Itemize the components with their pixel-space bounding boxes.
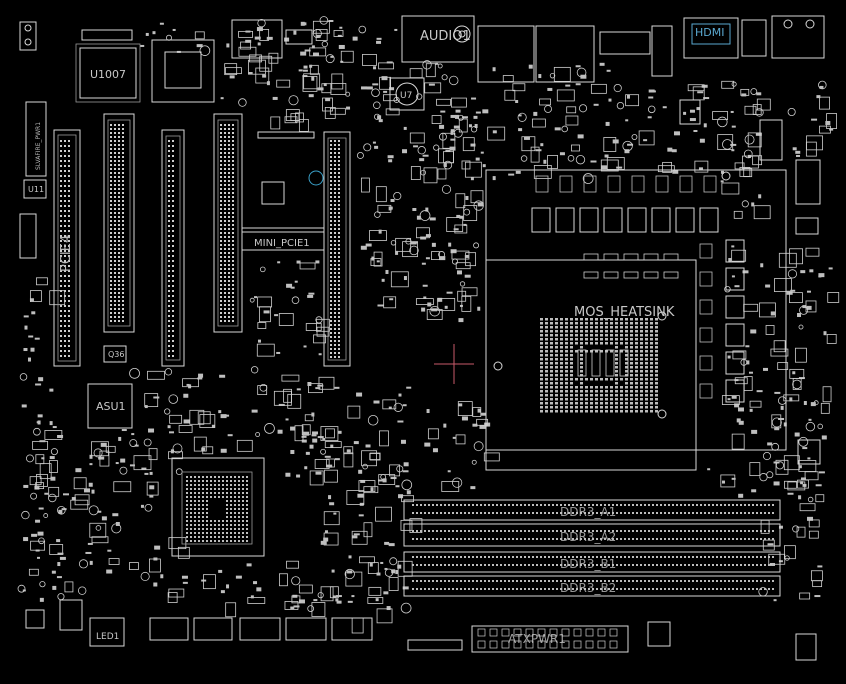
asu1-label: ASU1 — [96, 400, 126, 413]
ddr3-b1-label: DDR3_B1 — [560, 557, 616, 571]
chip-u7: U7 — [389, 77, 425, 111]
chip-u1007-label: U1007 — [90, 68, 126, 81]
right-edge-headers — [679, 99, 821, 465]
ddr3-a2-label: DDR3_A2 — [560, 530, 616, 544]
atx-power-connector: ATXPWR1 — [471, 625, 629, 653]
power-header-area: SLVAFIRE_PWR1 U11 — [19, 101, 47, 259]
ddr3-slots: DDR3_A1 DDR3_A2 DDR3_B1 DDR3_B2 — [403, 499, 781, 597]
chip-u7-label: U7 — [400, 91, 412, 101]
small-components — [17, 16, 840, 634]
ddr3-slot-pins — [412, 504, 774, 590]
slvafire-pwr-label: SLVAFIRE_PWR1 — [35, 122, 42, 170]
asu1-area: Q36 ASU1 — [87, 345, 133, 429]
rear-io-ports: AUDIO1 HDMI — [19, 15, 825, 103]
ddr3-b2-label: DDR3_B2 — [560, 581, 616, 595]
led1-label: LED1 — [96, 632, 119, 642]
cpu-lga-pads — [540, 318, 658, 413]
audio-jack-label: AUDIO1 — [420, 29, 471, 44]
chip-u1007: U1007 — [75, 43, 141, 103]
pcie-slots: PCIE4 — [53, 113, 351, 367]
origin-crosshair — [434, 344, 474, 384]
q36-label: Q36 — [108, 350, 124, 359]
hdmi-port-label: HDMI — [695, 26, 724, 39]
bottom-headers: LED1 — [25, 599, 817, 661]
ddr3-a1-label: DDR3_A1 — [560, 505, 616, 519]
mini-pcie1-label: MINI_PCIE1 — [254, 238, 310, 249]
mini-pcie-slot: MINI_PCIE1 — [241, 131, 325, 251]
mos-heatsink-label: MOS_HEATSINK — [574, 305, 675, 320]
atxpwr1-label: ATXPWR1 — [508, 632, 566, 646]
pcie4-label: PCIE4 — [59, 235, 74, 272]
vrm-chokes — [531, 175, 745, 403]
chipset-pch — [171, 457, 265, 557]
chipset-bga-pads — [186, 476, 248, 542]
cpu-socket-area: MOS_HEATSINK — [485, 169, 787, 471]
chip-u11-label: U11 — [28, 185, 44, 194]
atx-pins — [477, 628, 618, 649]
